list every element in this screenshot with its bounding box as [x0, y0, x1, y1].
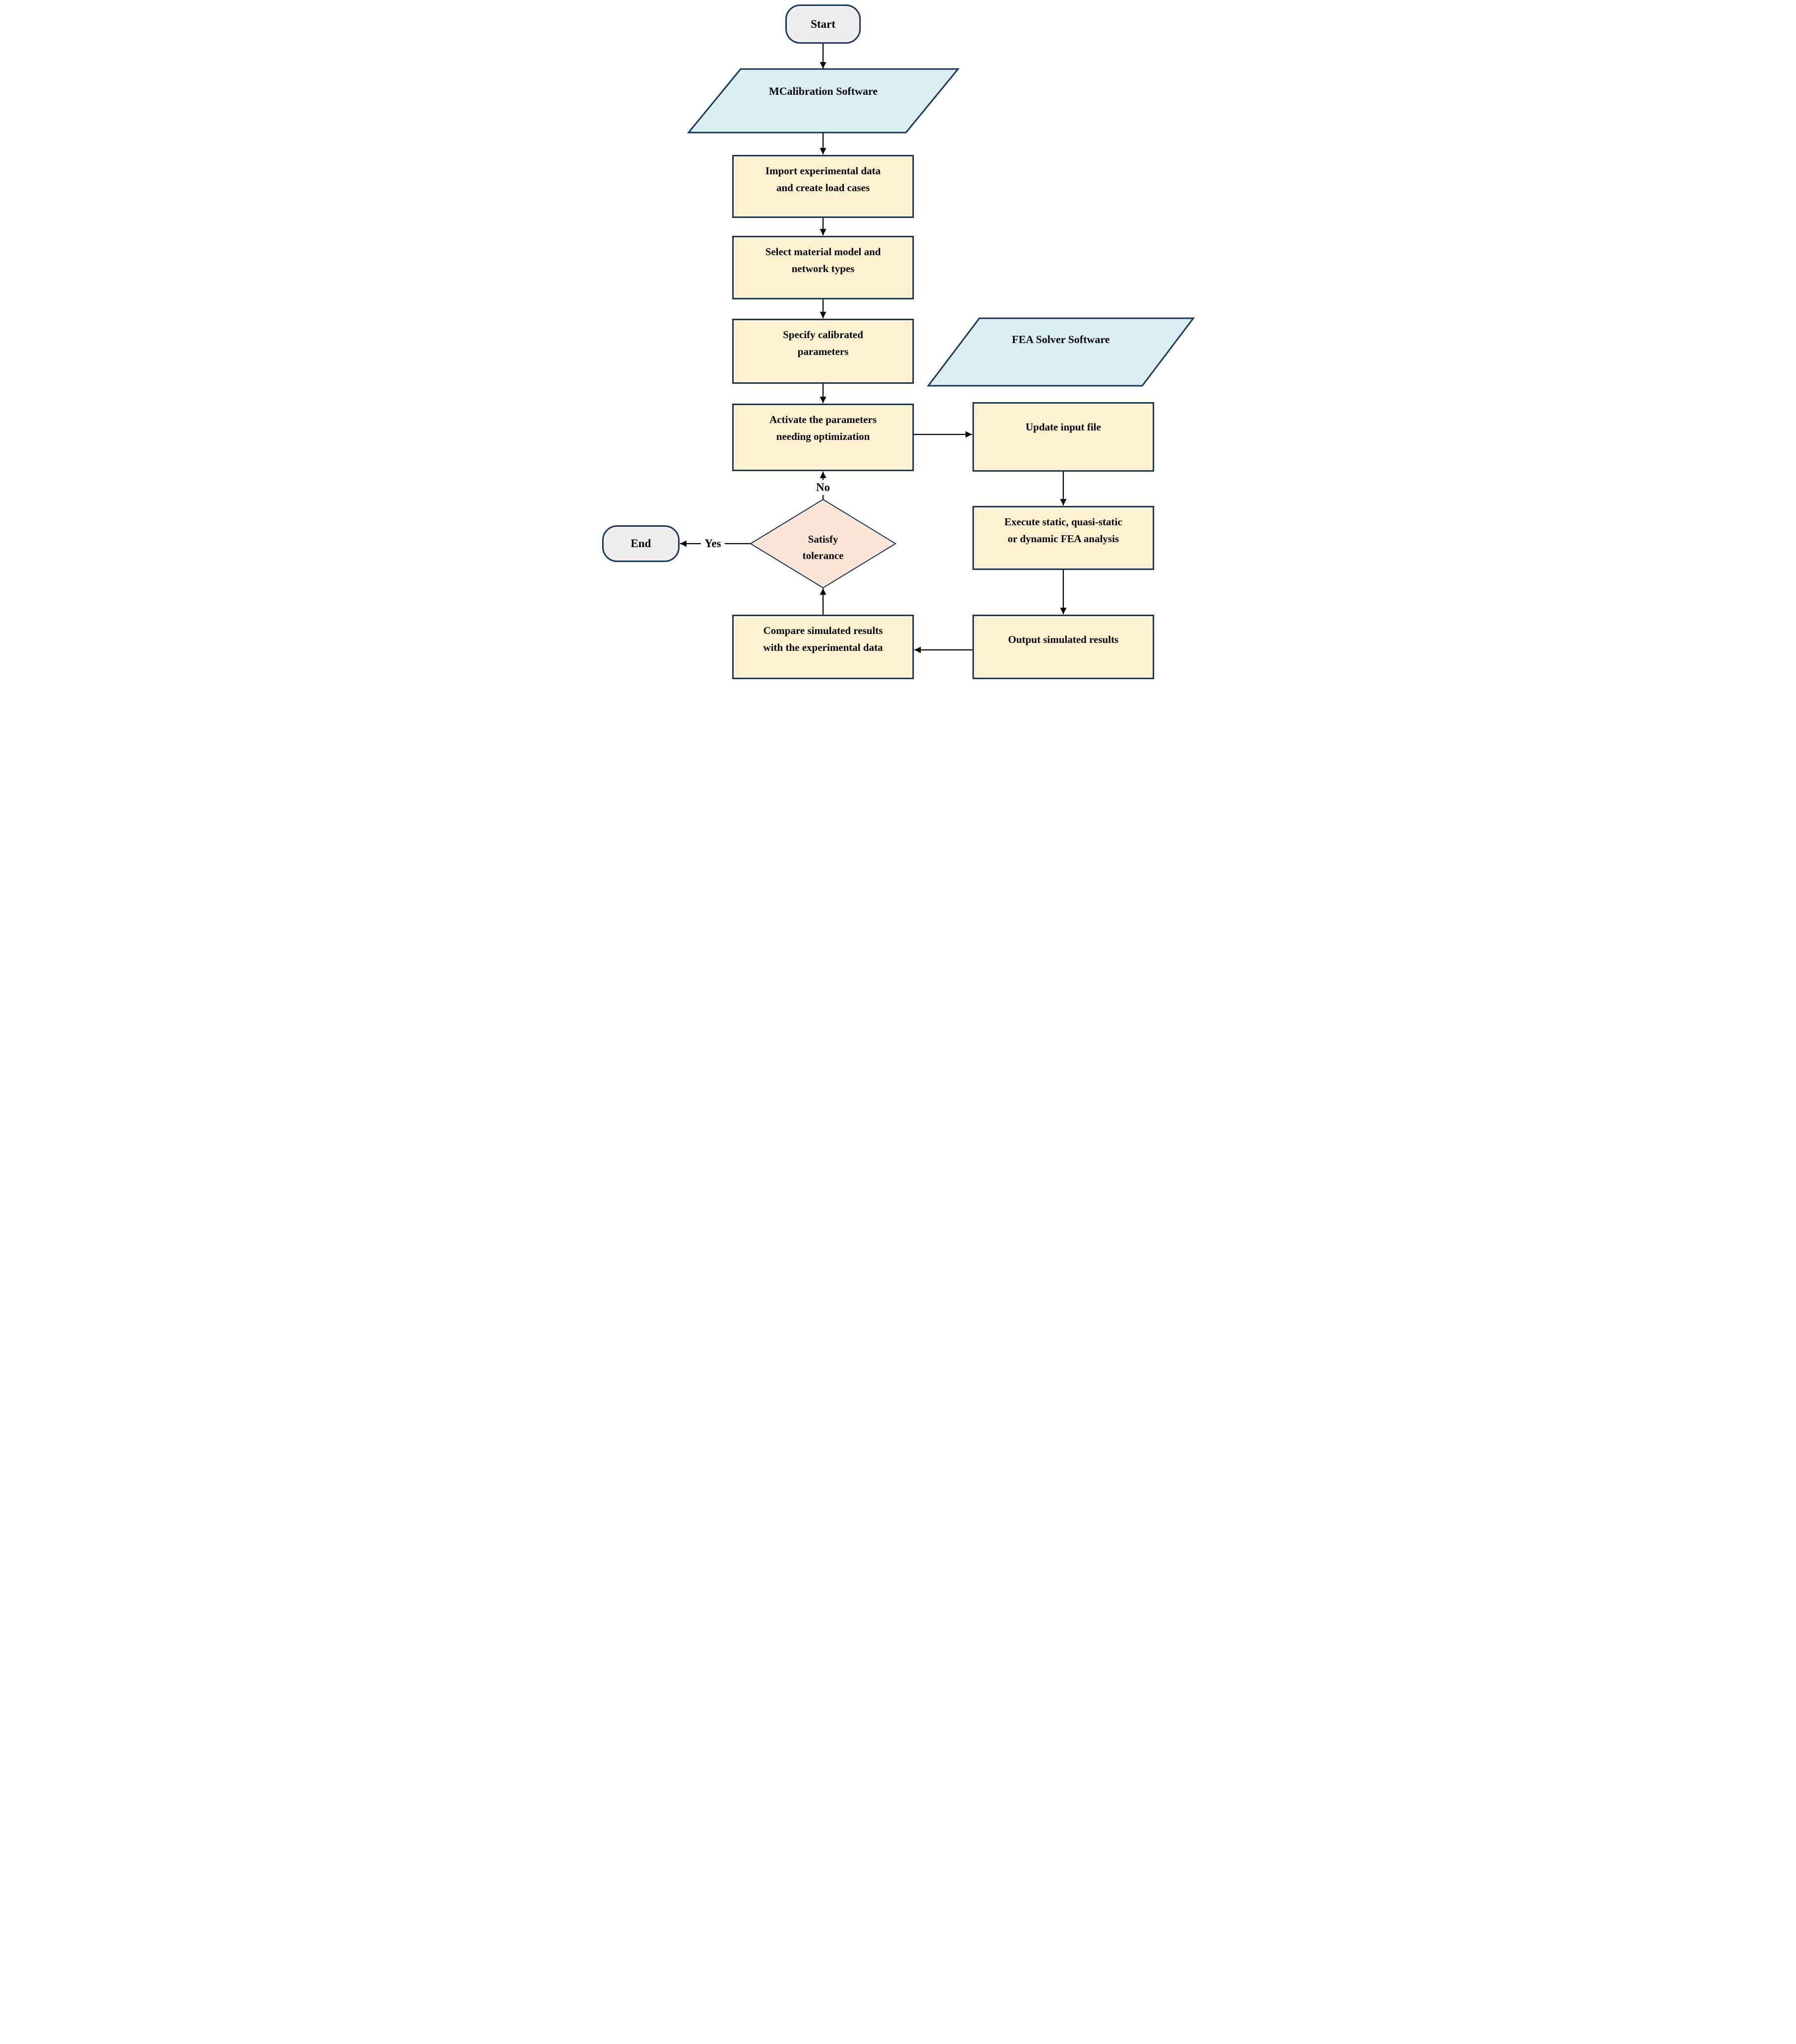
node-select-model: Select material model and network types	[732, 236, 914, 299]
node-import-data-line1: Import experimental data	[765, 165, 881, 177]
connector-layer	[680, 44, 1195, 653]
node-output-results: Output simulated results	[972, 615, 1154, 679]
node-mcalibration-parallelogram	[687, 68, 960, 134]
node-import-data-line2: and create load cases	[776, 182, 870, 194]
node-import-data: Import experimental data and create load…	[732, 155, 914, 218]
edge-label-yes: Yes	[701, 536, 725, 551]
node-specify-parameters-line2: parameters	[797, 346, 849, 357]
node-update-input-file-label: Update input file	[1026, 421, 1101, 433]
node-activate-parameters: Activate the parameters needing optimiza…	[732, 404, 914, 471]
node-activate-parameters-line2: needing optimization	[776, 430, 870, 442]
node-fea-solver-parallelogram	[926, 317, 1195, 387]
node-execute-fea-line2: or dynamic FEA analysis	[1007, 533, 1119, 545]
node-activate-parameters-line1: Activate the parameters	[769, 414, 877, 425]
node-specify-parameters-line1: Specify calibrated	[783, 329, 863, 341]
node-end: End	[602, 525, 680, 562]
node-output-results-label: Output simulated results	[1008, 634, 1119, 645]
node-execute-fea: Execute static, quasi-static or dynamic …	[972, 506, 1154, 570]
node-update-input-file: Update input file	[972, 402, 1154, 472]
node-start-label: Start	[811, 17, 835, 30]
node-select-model-line2: network types	[791, 263, 855, 275]
node-end-label: End	[630, 537, 651, 550]
flowchart-canvas: Start End MCalibration Software FEA Solv…	[599, 0, 1197, 681]
node-specify-parameters: Specify calibrated parameters	[732, 319, 914, 384]
edge-label-no: No	[812, 480, 834, 495]
node-start: Start	[785, 4, 861, 44]
node-compare-results-line2: with the experimental data	[763, 641, 883, 653]
node-compare-results: Compare simulated results with the exper…	[732, 615, 914, 679]
node-execute-fea-line1: Execute static, quasi-static	[1004, 516, 1122, 528]
node-select-model-line1: Select material model and	[765, 246, 881, 258]
node-compare-results-line1: Compare simulated results	[763, 625, 883, 636]
node-satisfy-tolerance-diamond	[750, 498, 897, 589]
